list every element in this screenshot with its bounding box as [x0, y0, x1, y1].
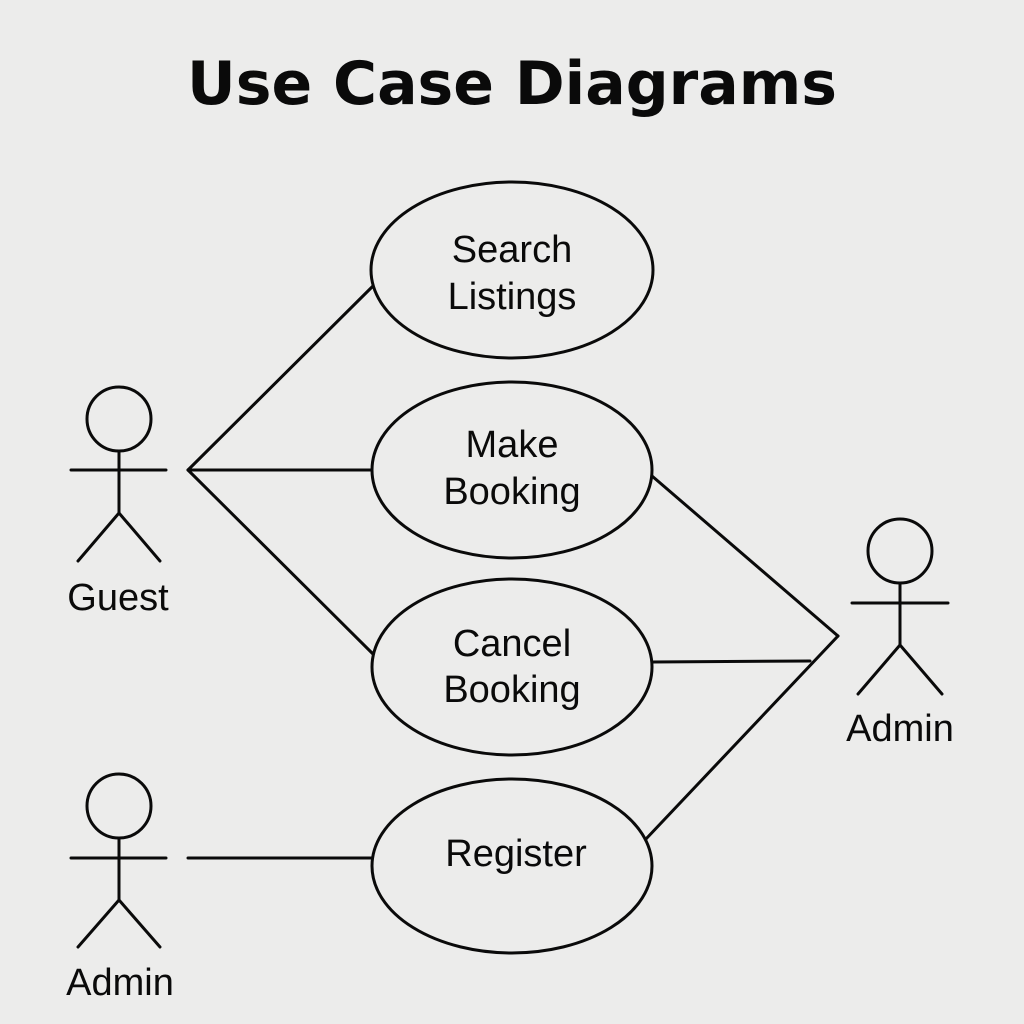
usecase-cancel-booking-ellipse [370, 577, 654, 757]
usecase-search-listings: Search Listings [369, 180, 655, 360]
actor-guest: Guest [67, 385, 169, 619]
actor-admin-bottom: Admin [66, 772, 174, 1004]
actor-admin-right-head [866, 517, 934, 585]
actor-admin-bottom-left-leg [76, 898, 121, 949]
actor-admin-right-left-leg [856, 643, 902, 696]
usecase-cancel-booking-label-line1: Cancel [453, 623, 571, 665]
usecase-make-booking-label-line1: Make [466, 424, 559, 466]
usecase-make-booking-ellipse [370, 380, 654, 560]
usecase-register-label: Register [445, 833, 587, 875]
actor-admin-bottom-head [85, 772, 153, 840]
usecase-make-booking-label-line2: Booking [443, 471, 580, 513]
usecase-register: Register [370, 777, 654, 955]
association-admin-register [643, 634, 840, 842]
actor-admin-right: Admin [846, 517, 954, 750]
actor-admin-bottom-right-leg [117, 898, 162, 949]
usecase-cancel-booking: Cancel Booking [370, 577, 654, 757]
usecase-cancel-booking-label-line2: Booking [443, 669, 580, 711]
actor-guest-right-leg [117, 511, 162, 563]
usecase-search-listings-label-line1: Search [452, 229, 572, 271]
actor-admin-right-right-leg [898, 643, 944, 696]
diagram-title: Use Case Diagrams [187, 49, 837, 119]
actor-guest-left-leg [76, 511, 121, 563]
association-admin-make-booking [650, 474, 840, 638]
usecase-make-booking: Make Booking [370, 380, 654, 560]
actor-admin-bottom-label: Admin [66, 962, 174, 1004]
actor-guest-head [85, 385, 153, 453]
usecase-search-listings-ellipse [369, 180, 655, 360]
associations [186, 283, 840, 860]
usecase-register-ellipse [370, 777, 654, 955]
usecase-search-listings-label-line2: Listings [448, 276, 577, 318]
actor-guest-label: Guest [67, 577, 169, 619]
actor-admin-right-label: Admin [846, 708, 954, 750]
association-guest-cancel-booking [186, 468, 376, 657]
association-guest-search-listings [186, 283, 376, 472]
association-admin-cancel-booking [650, 659, 812, 664]
